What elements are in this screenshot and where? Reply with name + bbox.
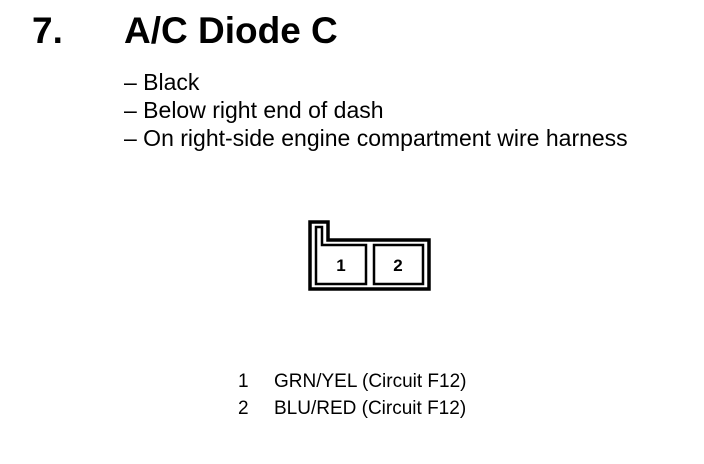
detail-harness: – On right-side engine compartment wire …	[124, 125, 628, 151]
pin-row: 1 GRN/YEL (Circuit F12)	[238, 368, 467, 395]
detail-color: – Black	[124, 69, 200, 95]
pin-description: BLU/RED (Circuit F12)	[274, 398, 467, 419]
connector-key-notch	[314, 225, 368, 286]
connector-outline	[308, 220, 431, 291]
pin-row: 2 BLU/RED (Circuit F12)	[238, 395, 467, 422]
cavity-2-label: 2	[393, 256, 402, 275]
component-details-list: – Black – Below right end of dash – On r…	[124, 68, 628, 152]
section-number: 7.	[32, 10, 63, 51]
pin-description: GRN/YEL (Circuit F12)	[274, 371, 467, 392]
pin-assignment-list: 1 GRN/YEL (Circuit F12) 2 BLU/RED (Circuit…	[238, 368, 467, 422]
pin-number: 1	[238, 371, 249, 392]
connector-diagram: 1 2	[308, 220, 431, 291]
pin-number: 2	[238, 398, 249, 419]
connector-cavity-2-frame	[372, 243, 425, 286]
detail-location: – Below right end of dash	[124, 97, 384, 123]
cavity-1-label: 1	[336, 256, 345, 275]
component-title: A/C Diode C	[124, 10, 338, 51]
